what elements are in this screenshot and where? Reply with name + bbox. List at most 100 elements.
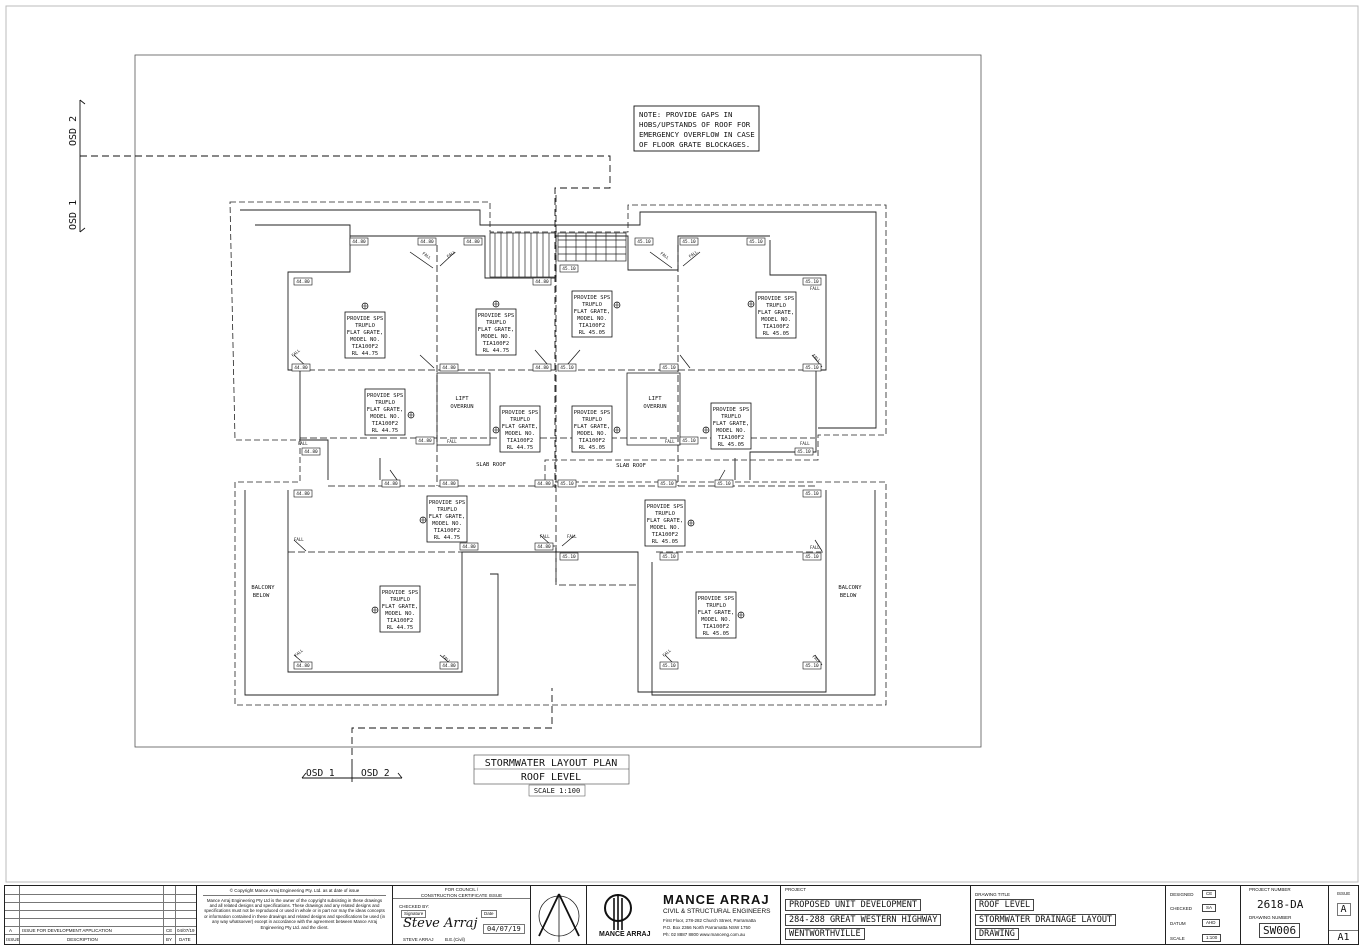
level-tag: 44.80 — [304, 449, 318, 455]
svg-text:PROVIDE SPS: PROVIDE SPS — [478, 313, 514, 319]
council-signoff: FOR COUNCIL / CONSTRUCTION CERTIFICATE I… — [393, 886, 531, 944]
fall-label: FALL — [447, 439, 457, 444]
note-line: NOTE: PROVIDE GAPS IN — [639, 110, 732, 119]
note-line: OF FLOOR GRATE BLOCKAGES. — [639, 140, 750, 149]
svg-text:RL 45.05: RL 45.05 — [579, 445, 606, 451]
revision-letter: A — [9, 928, 13, 933]
level-tag: 45.10 — [805, 663, 819, 669]
copyright-text: Mance Arraj Engineering Pty Ltd is the o… — [203, 897, 386, 930]
level-tag: 45.10 — [682, 239, 696, 245]
svg-text:PROVIDE SPS: PROVIDE SPS — [574, 410, 610, 416]
balcony-label: BALCONY — [838, 585, 862, 591]
svg-text:TIA100F2: TIA100F2 — [703, 624, 730, 630]
project-label: PROJECT — [785, 887, 807, 892]
signoff-date: 04/07/19 — [483, 924, 525, 934]
level-tag: 44.80 — [462, 544, 476, 550]
drawing-number: SW006 — [1259, 923, 1301, 938]
level-tags-west: 44.80 44.80 44.80 44.80 44.80 44.80 44.8… — [291, 237, 554, 670]
level-tag: 44.80 — [442, 481, 456, 487]
fall-label: FALL — [659, 251, 670, 261]
svg-text:TIA100F2: TIA100F2 — [387, 618, 414, 624]
level-tag: 45.10 — [637, 239, 651, 245]
svg-text:FLAT GRATE,: FLAT GRATE, — [502, 424, 538, 430]
svg-text:MODEL NO.: MODEL NO. — [505, 431, 535, 437]
svg-text:PROVIDE SPS: PROVIDE SPS — [698, 596, 734, 602]
svg-text:PROVIDE SPS: PROVIDE SPS — [367, 393, 403, 399]
svg-text:MODEL NO.: MODEL NO. — [350, 337, 380, 343]
svg-text:TRUFLO: TRUFLO — [655, 511, 675, 517]
sheet-border — [5, 5, 1359, 883]
svg-text:RL 45.05: RL 45.05 — [763, 331, 790, 337]
designed-label: DESIGNED — [1170, 892, 1194, 897]
svg-text:TIA100F2: TIA100F2 — [763, 324, 790, 330]
north-arrow — [531, 886, 587, 944]
svg-text:FLAT GRATE,: FLAT GRATE, — [347, 330, 383, 336]
level-tag: 45.10 — [805, 365, 819, 371]
drawing-title-block: DRAWING TITLE ROOF LEVEL STORMWATER DRAI… — [971, 886, 1166, 944]
svg-text:TRUFLO: TRUFLO — [721, 414, 741, 420]
engineer-name: STEVE ARRAJ — [403, 937, 434, 942]
svg-text:TRUFLO: TRUFLO — [375, 400, 395, 406]
fall-label: FALL — [811, 654, 822, 664]
council-line2: CONSTRUCTION CERTIFICATE ISSUE — [393, 893, 530, 899]
level-tag: 45.10 — [682, 438, 696, 444]
svg-text:TRUFLO: TRUFLO — [390, 597, 410, 603]
drawing-meta: DESIGNED CE CHECKED SA DATUM AHD SCALE 1… — [1166, 886, 1241, 944]
svg-text:RL 44.75: RL 44.75 — [372, 428, 399, 434]
level-tag: 45.10 — [662, 554, 676, 560]
svg-text:PROVIDE SPS: PROVIDE SPS — [574, 295, 610, 301]
svg-text:MODEL NO.: MODEL NO. — [716, 428, 746, 434]
level-tag: 44.80 — [296, 279, 310, 285]
svg-text:RL 44.75: RL 44.75 — [483, 348, 510, 354]
issue-letter: A — [1336, 902, 1351, 916]
fall-label: FALL — [540, 534, 550, 539]
svg-text:PROVIDE SPS: PROVIDE SPS — [429, 500, 465, 506]
fall-label: FALL — [810, 286, 820, 291]
level-tag: 44.80 — [537, 481, 551, 487]
company-logo-text: MANCE ARRAJ — [599, 931, 651, 938]
balcony-label: BELOW — [253, 593, 270, 599]
drawing-title-line2: STORMWATER DRAINAGE LAYOUT — [975, 914, 1117, 926]
fall-label: FALL — [810, 545, 820, 550]
fall-label: FALL — [294, 537, 304, 542]
svg-text:FLAT GRATE,: FLAT GRATE, — [574, 424, 610, 430]
svg-text:TRUFLO: TRUFLO — [706, 603, 726, 609]
revision-header-issue: ISSUE — [6, 937, 20, 942]
svg-text:MODEL NO.: MODEL NO. — [577, 316, 607, 322]
svg-text:FLAT GRATE,: FLAT GRATE, — [698, 610, 734, 616]
balcony-label: BALCONY — [251, 585, 275, 591]
svg-text:FLAT GRATE,: FLAT GRATE, — [367, 407, 403, 413]
engineer-quals: B.E.(Civil) — [445, 937, 465, 942]
company-block: MANCE ARRAJ MANCE ARRAJ CIVIL & STRUCTUR… — [587, 886, 781, 944]
fall-label: FALL — [293, 647, 304, 657]
section-label-osd2: OSD 2 — [361, 768, 390, 779]
lift-label: OVERRUN — [450, 404, 473, 410]
level-tag: 44.80 — [352, 239, 366, 245]
plan-title: STORMWATER LAYOUT PLAN ROOF LEVEL SCALE … — [473, 754, 630, 797]
svg-text:RL 44.75: RL 44.75 — [352, 351, 379, 357]
svg-text:PROVIDE SPS: PROVIDE SPS — [647, 504, 683, 510]
svg-text:MODEL NO.: MODEL NO. — [432, 521, 462, 527]
level-tag: 44.80 — [296, 491, 310, 497]
svg-text:TIA100F2: TIA100F2 — [507, 438, 534, 444]
level-tag: 45.10 — [805, 279, 819, 285]
svg-text:RL 45.05: RL 45.05 — [703, 631, 730, 637]
fall-label: FALL — [421, 251, 432, 261]
level-tag: 44.80 — [384, 481, 398, 487]
svg-text:MODEL NO.: MODEL NO. — [761, 317, 791, 323]
svg-text:PROVIDE SPS: PROVIDE SPS — [758, 296, 794, 302]
svg-text:TRUFLO: TRUFLO — [437, 507, 457, 513]
svg-text:TIA100F2: TIA100F2 — [718, 435, 745, 441]
svg-text:FLAT GRATE,: FLAT GRATE, — [478, 327, 514, 333]
plan-title-line2: ROOF LEVEL — [521, 772, 581, 783]
svg-text:FLAT GRATE,: FLAT GRATE, — [429, 514, 465, 520]
level-tag: 45.10 — [805, 491, 819, 497]
section-marker-bottom — [301, 688, 553, 782]
svg-text:FLAT GRATE,: FLAT GRATE, — [758, 310, 794, 316]
level-tag: 45.10 — [562, 554, 576, 560]
datum-label: DATUM — [1170, 921, 1186, 926]
